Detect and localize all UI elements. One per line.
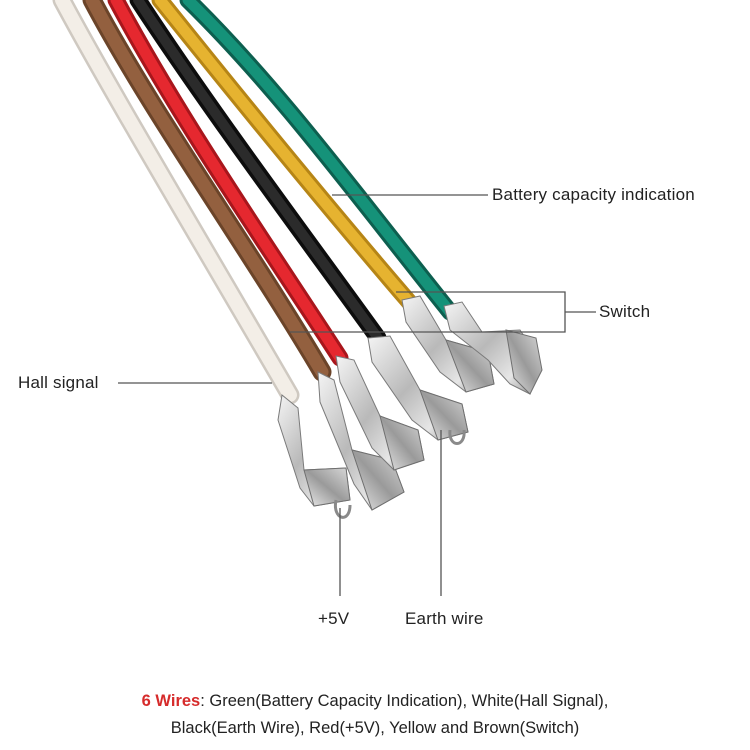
label-earth-wire: Earth wire bbox=[405, 609, 484, 628]
caption-line-1-text: : Green(Battery Capacity Indication), Wh… bbox=[200, 692, 609, 710]
wire-white bbox=[52, 0, 300, 405]
wire-yellow bbox=[151, 0, 419, 312]
wire-red bbox=[107, 0, 349, 367]
caption-highlight: 6 Wires bbox=[141, 692, 201, 710]
label-battery-capacity: Battery capacity indication bbox=[492, 185, 695, 204]
terminal-red bbox=[335, 355, 425, 471]
terminal-white bbox=[277, 394, 352, 519]
label-hall-signal: Hall signal bbox=[18, 373, 99, 392]
wire-brown bbox=[82, 0, 332, 382]
terminal-black bbox=[367, 335, 469, 445]
terminal-green bbox=[443, 301, 543, 395]
label-plus-5v: +5V bbox=[318, 609, 350, 628]
caption-line-1: 6 Wires: Green(Battery Capacity Indicati… bbox=[0, 688, 750, 715]
wire-green bbox=[179, 0, 459, 321]
caption: 6 Wires: Green(Battery Capacity Indicati… bbox=[0, 688, 750, 742]
caption-line-2: Black(Earth Wire), Red(+5V), Yellow and … bbox=[170, 719, 580, 737]
label-switch: Switch bbox=[599, 302, 651, 321]
wire-black bbox=[129, 0, 387, 347]
